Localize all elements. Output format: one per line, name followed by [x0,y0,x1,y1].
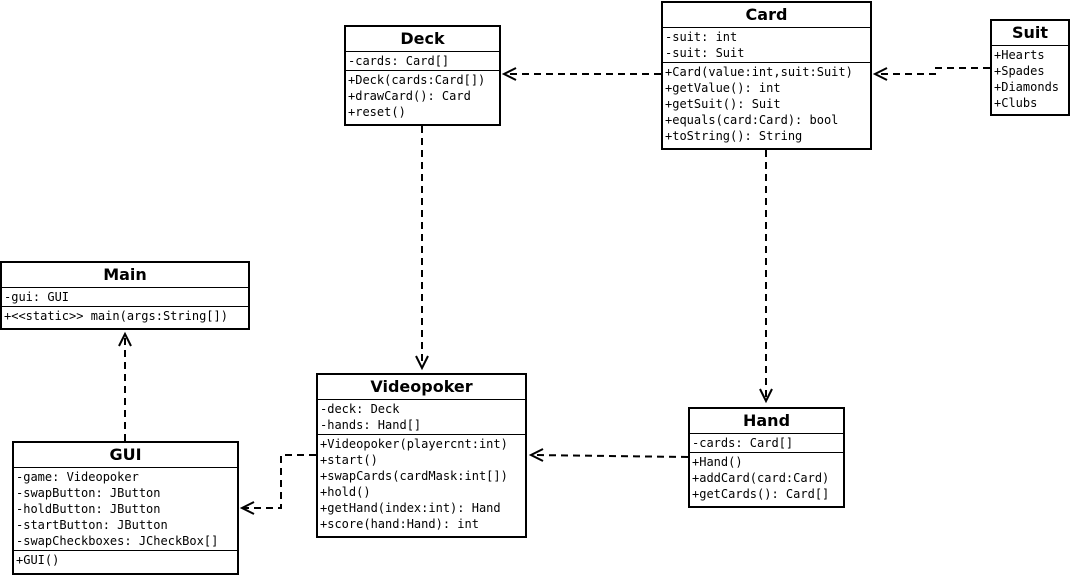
attributes-section: -suit: int -suit: Suit [663,28,870,63]
enum-literal: +Hearts [994,48,1045,62]
class-deck: Deck -cards: Card[] +Deck(cards:Card[]) … [344,25,501,126]
method: +getValue(): int [665,81,781,95]
method: +swapCards(cardMask:int[]) [320,469,508,483]
class-hand: Hand -cards: Card[] +Hand() +addCard(car… [688,407,845,508]
class-name: Main [2,263,248,288]
method: +getHand(index:int): Hand [320,501,501,515]
attributes-section: -cards: Card[] [346,52,499,71]
dependency-hand-to-videopoker [532,454,689,458]
arrowhead-videopoker-right [528,448,544,462]
methods-section: +Deck(cards:Card[]) +drawCard(): Card +r… [346,71,499,121]
methods-section: +Hand() +addCard(card:Card) +getCards():… [690,453,843,503]
arrowhead-gui [239,501,255,515]
method: +<<static>> main(args:String[]) [4,309,228,323]
attribute: -swapCheckboxes: JCheckBox[] [16,534,219,548]
attribute: -suit: Suit [665,46,745,60]
attribute: -cards: Card[] [692,436,794,450]
method: +Deck(cards:Card[]) [348,73,486,87]
method: +getCards(): Card[] [692,487,830,501]
attribute: -cards: Card[] [348,54,450,68]
attribute: -hands: Hand[] [320,418,422,432]
attribute: -holdButton: JButton [16,502,161,516]
class-videopoker: Videopoker -deck: Deck -hands: Hand[] +V… [316,373,527,538]
class-name: GUI [14,443,237,468]
method: +score(hand:Hand): int [320,517,479,531]
method: +hold() [320,485,371,499]
enum-literal: +Clubs [994,96,1038,110]
method: +Card(value:int,suit:Suit) [665,65,853,79]
method: +reset() [348,105,406,119]
method: +Hand() [692,455,743,469]
attribute: -gui: GUI [4,290,70,304]
attribute: -suit: int [665,30,738,44]
method: +Videopoker(playercnt:int) [320,437,508,451]
attributes-section: -deck: Deck -hands: Hand[] [318,400,525,435]
method: +drawCard(): Card [348,89,471,103]
attributes-section: -cards: Card[] [690,434,843,453]
enum-literal: +Diamonds [994,80,1060,94]
literals-section: +Hearts +Spades +Diamonds +Clubs [992,46,1068,112]
arrowhead-deck [501,67,517,81]
class-name: Hand [690,409,843,434]
methods-section: +Card(value:int,suit:Suit) +getValue(): … [663,63,870,145]
class-name: Videopoker [318,375,525,400]
dependency-suit-to-card [877,67,990,75]
class-card: Card -suit: int -suit: Suit +Card(value:… [661,1,872,150]
dependency-videopoker-to-gui [244,454,316,509]
method: +start() [320,453,378,467]
class-suit: Suit +Hearts +Spades +Diamonds +Clubs [990,19,1070,116]
class-name: Card [663,3,870,28]
attributes-section: -gui: GUI [2,288,248,307]
method: +toString(): String [665,129,803,143]
methods-section: +Videopoker(playercnt:int) +start() +swa… [318,435,525,533]
attribute: -swapButton: JButton [16,486,161,500]
method: +equals(card:Card): bool [665,113,839,127]
enum-literal: +Spades [994,64,1045,78]
methods-section: +GUI() [14,551,237,569]
method: +GUI() [16,553,60,567]
class-gui: GUI -game: Videopoker -swapButton: JButt… [12,441,239,575]
class-name: Suit [992,21,1068,46]
arrowhead-card [872,67,888,81]
method: +getSuit(): Suit [665,97,781,111]
attribute: -startButton: JButton [16,518,168,532]
arrowhead-main [118,331,132,347]
attributes-section: -game: Videopoker -swapButton: JButton -… [14,468,237,551]
class-main: Main -gui: GUI +<<static>> main(args:Str… [0,261,250,330]
class-name: Deck [346,27,499,52]
arrowhead-hand [759,388,773,404]
attribute: -deck: Deck [320,402,400,416]
methods-section: +<<static>> main(args:String[]) [2,307,248,325]
attribute: -game: Videopoker [16,470,139,484]
arrowhead-videopoker-top [415,355,429,371]
method: +addCard(card:Card) [692,471,830,485]
